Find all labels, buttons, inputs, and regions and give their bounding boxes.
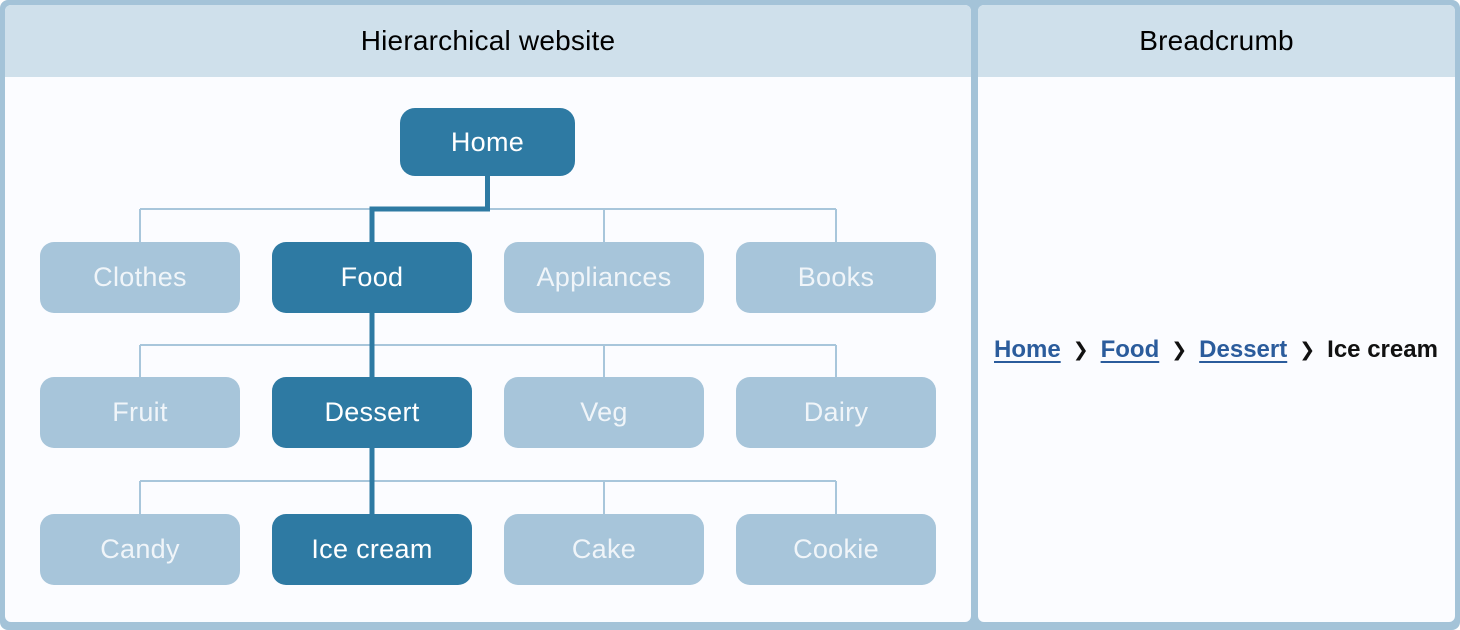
breadcrumb-area: Home ❯ Food ❯ Dessert ❯ Ice cream (978, 77, 1455, 622)
tree-node-icecream: Ice cream (272, 514, 472, 585)
tree-node-dessert: Dessert (272, 377, 472, 448)
breadcrumb-link-home[interactable]: Home (994, 335, 1061, 363)
left-panel-header: Hierarchical website (5, 5, 971, 77)
breadcrumb: Home ❯ Food ❯ Dessert ❯ Ice cream (994, 336, 1438, 364)
chevron-right-icon: ❯ (1072, 339, 1089, 361)
tree-node-cake: Cake (504, 514, 704, 585)
breadcrumb-link-dessert[interactable]: Dessert (1199, 335, 1288, 363)
breadcrumb-link-food[interactable]: Food (1100, 335, 1160, 363)
chevron-right-icon: ❯ (1299, 339, 1316, 361)
tree-node-cookie: Cookie (736, 514, 936, 585)
tree-connector-lines (139, 176, 837, 514)
right-panel-header: Breadcrumb (978, 5, 1455, 77)
tree-node-candy: Candy (40, 514, 240, 585)
tree-node-home: Home (400, 108, 575, 176)
hierarchical-website-panel: Hierarchical website (5, 5, 971, 622)
stubs-level-4 (139, 481, 837, 514)
chevron-right-icon: ❯ (1171, 339, 1188, 361)
tree-node-fruit: Fruit (40, 377, 240, 448)
breadcrumb-panel: Breadcrumb Home ❯ Food ❯ Dessert ❯ Ice c… (978, 5, 1455, 622)
tree-node-clothes: Clothes (40, 242, 240, 313)
tree-node-food: Food (272, 242, 472, 313)
tree-node-dairy: Dairy (736, 377, 936, 448)
panel-divider (971, 5, 978, 622)
active-path-home-food (369, 176, 490, 242)
stubs-level-3 (139, 345, 837, 377)
tree-node-books: Books (736, 242, 936, 313)
right-panel-title: Breadcrumb (1139, 25, 1294, 56)
tree-node-veg: Veg (504, 377, 704, 448)
left-panel-title: Hierarchical website (360, 25, 616, 56)
tree-node-appliances: Appliances (504, 242, 704, 313)
breadcrumb-current-icecream: Ice cream (1327, 335, 1438, 363)
stubs-level-2 (139, 209, 837, 242)
tree-canvas: Home Clothes Food Appliances Books Fruit… (5, 77, 971, 622)
